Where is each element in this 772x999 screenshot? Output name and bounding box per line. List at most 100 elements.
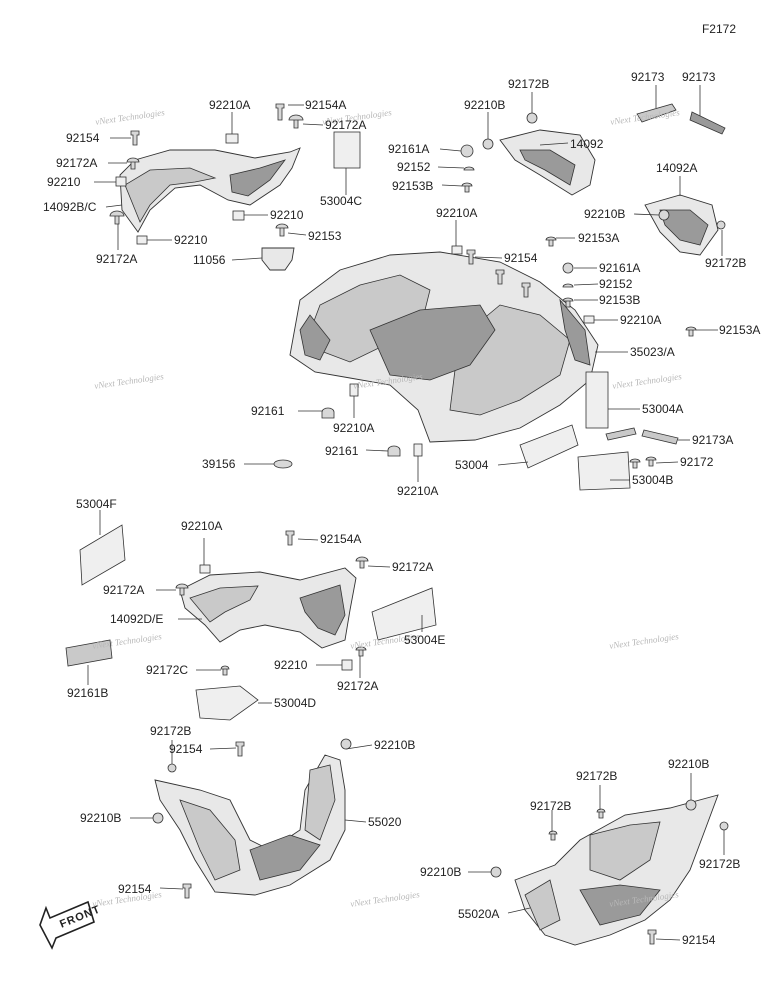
- side-cover-14092A: [644, 194, 719, 256]
- screw-92153A: [545, 236, 557, 247]
- part-label: 92161B: [67, 686, 109, 700]
- part-label: 92153B: [392, 179, 434, 193]
- part-label: 11056: [193, 253, 226, 267]
- part-label: 92172B: [508, 77, 550, 91]
- part-label: 92172A: [337, 679, 379, 693]
- part-label: 53004A: [642, 402, 684, 416]
- part-label: 92210A: [209, 98, 251, 112]
- rivet-92172A: [288, 114, 304, 129]
- part-label: 53004C: [320, 194, 363, 208]
- grommet-92161A-b: [562, 262, 574, 274]
- rivet-92172A-d: [355, 556, 369, 569]
- part-label: 92152: [397, 160, 431, 174]
- part-label: 14092A: [656, 161, 698, 175]
- screw-92153A-b: [685, 326, 697, 337]
- clip-92210A-f: [199, 564, 211, 574]
- part-label: 92210B: [374, 738, 416, 752]
- part-label: 53004: [455, 458, 489, 472]
- clip-92172B-f: [719, 821, 729, 831]
- rear-fender-35023: [289, 251, 599, 443]
- leader-lines: [87, 85, 725, 941]
- part-label: 92172B: [705, 256, 747, 270]
- part-label: 92210B: [584, 207, 626, 221]
- part-label: 92154A: [305, 98, 347, 112]
- bolt-92154A-b: [285, 530, 295, 546]
- part-label: 92154: [682, 933, 716, 947]
- strap-92173-b: [689, 111, 726, 135]
- part-label: 92210B: [464, 98, 506, 112]
- clip-92210B: [482, 138, 494, 150]
- part-label: 14092: [570, 137, 604, 151]
- part-label: 92153A: [719, 323, 761, 337]
- part-label: 53004D: [274, 696, 317, 710]
- part-label: 92161A: [599, 261, 641, 275]
- part-label: 92172A: [96, 252, 138, 266]
- pad-53004A: [585, 371, 609, 429]
- part-label: 92172C: [146, 663, 189, 677]
- part-label: 92210: [270, 208, 304, 222]
- part-label: 92210A: [436, 206, 478, 220]
- rivet-92172A-c: [109, 210, 125, 225]
- part-label: 92210: [174, 233, 208, 247]
- clip-92210-d: [341, 659, 353, 671]
- clip-92210-c: [136, 235, 148, 245]
- part-label: 92154: [118, 882, 152, 896]
- part-label: 92210A: [397, 484, 439, 498]
- screw-92153B: [461, 182, 473, 193]
- screw-92153: [275, 223, 289, 237]
- pad-53004B: [577, 451, 631, 491]
- part-label: 92172A: [56, 156, 98, 170]
- washer-92152: [463, 166, 475, 171]
- clip-92172B-e: [548, 830, 558, 841]
- part-label: 92172B: [530, 799, 572, 813]
- bolt-92154-e: [235, 741, 245, 757]
- part-label: 92153: [308, 229, 342, 243]
- part-label: 92210: [47, 175, 81, 189]
- clip-92210B-f: [490, 866, 502, 878]
- clip-92210B-c: [152, 812, 164, 824]
- front-fender-upper: [119, 147, 301, 233]
- part-label: 53004F: [76, 497, 117, 511]
- clip-92172B-c: [167, 763, 177, 773]
- clip-92210B-d: [340, 738, 352, 750]
- part-label: 92154: [504, 251, 538, 265]
- part-label: 55020A: [458, 907, 500, 921]
- rivet-92172A-e: [175, 583, 189, 596]
- pad-53004D: [195, 685, 259, 721]
- part-label: 92153A: [578, 231, 620, 245]
- strip-92161B: [65, 639, 113, 667]
- part-label: 14092D/E: [110, 612, 164, 626]
- strap-92173-a: [636, 103, 677, 123]
- part-label: 92172: [680, 455, 714, 469]
- part-label: 92173: [631, 70, 665, 84]
- part-label: 92172B: [150, 724, 192, 738]
- part-label: 92210: [274, 658, 308, 672]
- clip-92210A: [225, 133, 239, 144]
- part-label: 92172A: [103, 583, 145, 597]
- part-label: 92172A: [392, 560, 434, 574]
- strap-92173A-b: [641, 429, 679, 445]
- footwell-55020A: [514, 794, 719, 946]
- part-label: 92210A: [620, 313, 662, 327]
- part-label: 92161: [251, 404, 285, 418]
- footwell-55020: [154, 754, 346, 896]
- ring-39156: [273, 459, 293, 469]
- screw-92153B-b: [562, 297, 574, 308]
- rivet-92172C: [220, 665, 230, 676]
- part-label: 14092B/C: [43, 200, 97, 214]
- bracket-11056: [261, 247, 295, 271]
- strap-92173A-a: [605, 427, 637, 441]
- part-label: 92173: [682, 70, 716, 84]
- part-label: 92161: [325, 444, 359, 458]
- bolt-92154-d: [521, 282, 531, 298]
- clip-92172B: [526, 112, 538, 124]
- pad-53004C: [333, 131, 361, 169]
- clip-92210A-b: [451, 245, 463, 255]
- front-fender-14092DE: [179, 567, 357, 649]
- washer-92152-b: [562, 283, 574, 288]
- figure-code: F2172: [701, 22, 736, 36]
- part-label: 92210A: [181, 519, 223, 533]
- part-label: 92173A: [692, 433, 734, 447]
